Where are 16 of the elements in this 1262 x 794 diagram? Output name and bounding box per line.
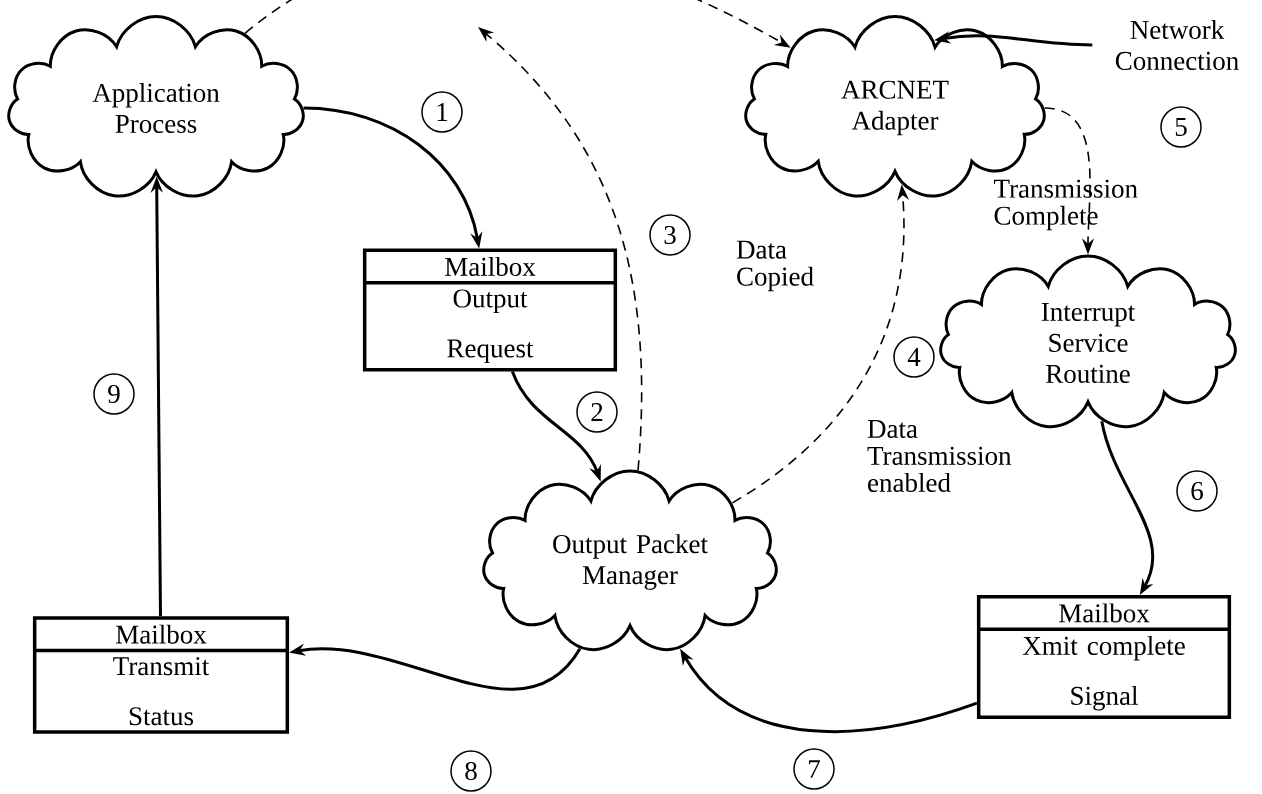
mailbox-box: Mailbox Xmit complete Signal	[976, 594, 1232, 719]
callout-number: 9	[93, 373, 135, 415]
edge-label: Data Copied	[736, 240, 814, 292]
mailbox-box: Mailbox Transmit Status	[32, 616, 290, 734]
connection-label: Network Connection	[1115, 20, 1239, 70]
callout-number: 1	[421, 91, 463, 133]
callout-number: 4	[893, 336, 935, 378]
callout-number: 3	[649, 214, 691, 256]
callout-number: 8	[450, 750, 492, 792]
callout-number: 6	[1176, 470, 1218, 512]
edge-label: Transmission Complete	[994, 179, 1138, 231]
callout-number: 2	[576, 391, 618, 433]
arrow	[478, 27, 643, 472]
mailbox-box: Mailbox Output Request	[362, 248, 618, 372]
callout-number: 5	[1160, 106, 1202, 148]
callout-number: 7	[793, 748, 835, 790]
